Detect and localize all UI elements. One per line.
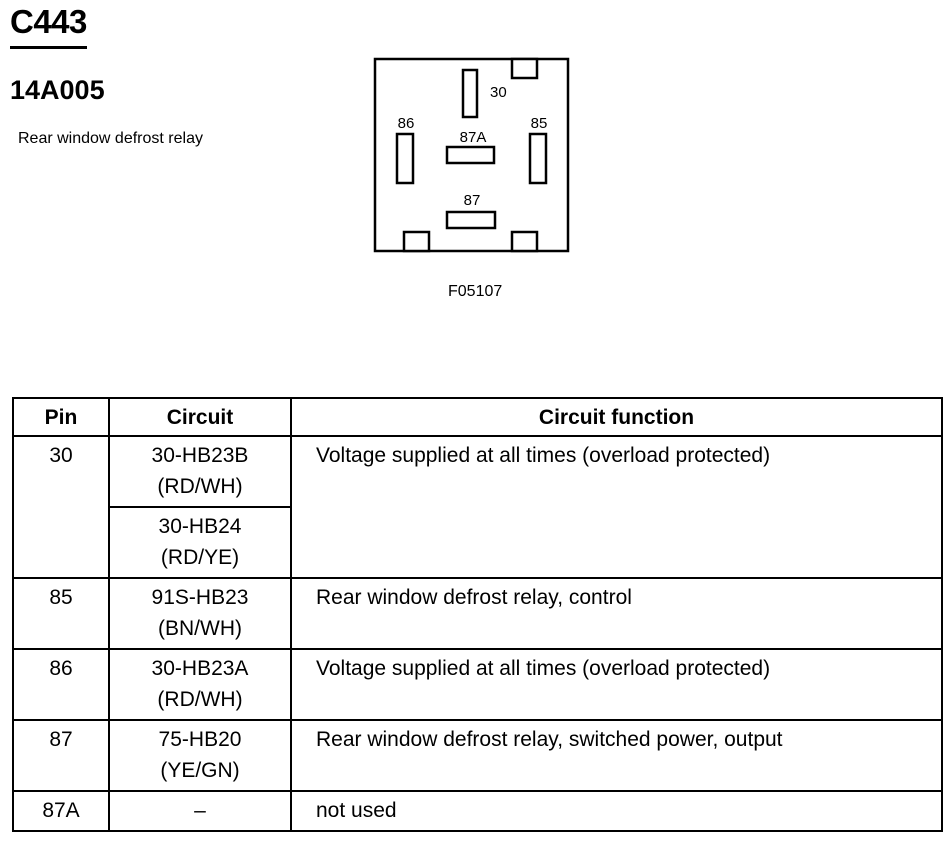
terminal-86 — [395, 132, 415, 185]
circuit-cell: 30-HB23B (RD/WH) — [108, 435, 292, 508]
terminal-87 — [445, 210, 497, 230]
figure-code: F05107 — [448, 283, 503, 300]
pin-label-87: 87 — [464, 192, 481, 209]
function-cell: Rear window defrost relay, control — [290, 577, 943, 650]
circuit-color: (RD/YE) — [160, 546, 240, 569]
circuit-cell: 75-HB20 (YE/GN) — [108, 719, 292, 792]
function-cell: Rear window defrost relay, switched powe… — [290, 719, 943, 792]
table-header-row: Pin Circuit Circuit function — [12, 397, 943, 437]
header-pin: Pin — [12, 397, 110, 437]
circuit-cell: 30-HB23A (RD/WH) — [108, 648, 292, 721]
circuit-code: 30-HB23B — [151, 444, 249, 467]
function-cell: Voltage supplied at all times (overload … — [290, 648, 943, 721]
terminal-85 — [528, 132, 548, 185]
part-number: 14A005 — [10, 75, 105, 105]
circuit-color: (YE/GN) — [160, 759, 240, 782]
circuit-code: 91S-HB23 — [151, 586, 249, 609]
terminal-30 — [461, 68, 479, 119]
header-circuit: Circuit — [108, 397, 292, 437]
circuit-code: 30-HB24 — [158, 515, 242, 538]
key-notch-bottom-left — [402, 230, 431, 253]
relay-connector-diagram: 30 86 87A 85 87 — [373, 57, 570, 253]
pin-label-30: 30 — [490, 84, 507, 101]
pin-cell: 30 — [12, 435, 110, 579]
table-row: 30-HB24 (RD/YE) — [13, 506, 942, 579]
table-row: 30 30-HB23B (RD/WH) Voltage supplied at … — [12, 435, 943, 579]
connector-description: Rear window defrost relay — [18, 130, 203, 147]
pin-label-87a: 87A — [460, 129, 487, 146]
key-notch-bottom-right — [510, 230, 539, 253]
circuit-color: (BN/WH) — [158, 617, 242, 640]
function-cell: not used — [290, 790, 943, 832]
pin-cell: 87 — [12, 719, 110, 792]
table-row: 87A – not used — [12, 790, 943, 832]
circuit-cell: 91S-HB23 (BN/WH) — [108, 577, 292, 650]
function-cell: Voltage supplied at all times (overload … — [290, 435, 943, 579]
table-row: 87 75-HB20 (YE/GN) Rear window defrost r… — [12, 719, 943, 792]
pin-cell: 85 — [12, 577, 110, 650]
header-function: Circuit function — [290, 397, 943, 437]
connector-id: C443 — [10, 2, 87, 49]
terminal-87a — [445, 145, 496, 165]
circuit-code: – — [194, 799, 206, 822]
table-row: 85 91S-HB23 (BN/WH) Rear window defrost … — [12, 577, 943, 650]
circuit-code: 30-HB23A — [151, 657, 249, 680]
pin-cell: 86 — [12, 648, 110, 721]
pin-label-86: 86 — [398, 115, 415, 132]
pin-cell: 87A — [12, 790, 110, 832]
pin-label-85: 85 — [531, 115, 548, 132]
table-row: 86 30-HB23A (RD/WH) Voltage supplied at … — [12, 648, 943, 721]
circuit-cell: 30-HB24 (RD/YE) — [108, 506, 292, 579]
key-notch-top — [510, 57, 539, 80]
circuit-code: 75-HB20 — [158, 728, 242, 751]
circuit-cell: – — [108, 790, 292, 832]
circuit-color: (RD/WH) — [157, 475, 243, 498]
pin-table: Pin Circuit Circuit function 30 30-HB23B… — [12, 397, 943, 832]
circuit-color: (RD/WH) — [157, 688, 243, 711]
